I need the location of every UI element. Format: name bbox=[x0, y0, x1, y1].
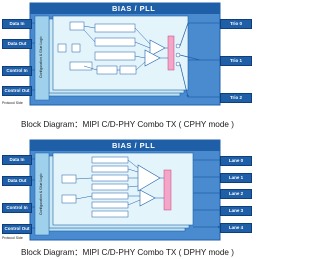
top-pin-trio-0: Trio 0 bbox=[220, 19, 252, 29]
bottom-switch-block bbox=[163, 169, 172, 211]
bottom-protocol-label: Protocol Side bbox=[2, 236, 23, 240]
bottom-block-left bbox=[61, 174, 77, 184]
bottom-block-2 bbox=[91, 165, 129, 173]
top-config-label: Configuration & Glue Logic bbox=[39, 36, 43, 78]
bottom-block-1 bbox=[91, 156, 129, 164]
diagram-graphics bbox=[29, 2, 255, 241]
bottom-pin-control-in: Control In bbox=[2, 203, 32, 213]
top-pin-control-out: Control Out bbox=[2, 86, 32, 96]
top-pin-control-in: Control In bbox=[2, 66, 32, 76]
bottom-config-label: Configuration & Glue Logic bbox=[39, 173, 43, 215]
top-bias-label: BIAS / PLL bbox=[112, 4, 156, 13]
bottom-pin-data-in: Data In bbox=[2, 155, 32, 165]
bottom-pin-lane-1: Lane 1 bbox=[220, 173, 252, 183]
bottom-block-5 bbox=[91, 192, 129, 200]
bottom-bias-bar bbox=[30, 140, 220, 151]
top-caption: Block Diagram：MIPI C/D-PHY Combo TX ( CP… bbox=[21, 120, 234, 129]
bottom-block-7 bbox=[91, 210, 129, 218]
top-block-out bbox=[119, 65, 137, 75]
bottom-block-4 bbox=[91, 183, 129, 191]
top-node-1 bbox=[175, 43, 181, 49]
bottom-pin-lane-3: Lane 3 bbox=[220, 206, 252, 216]
top-block-encoder bbox=[94, 37, 136, 47]
bottom-pin-data-out: Data Out bbox=[2, 176, 32, 186]
diagram-root: BIAS / PLL Data In Data Out Control In C… bbox=[2, 2, 255, 257]
top-node-3 bbox=[175, 61, 181, 67]
bottom-block-3 bbox=[91, 174, 129, 182]
top-pin-data-out: Data Out bbox=[2, 39, 32, 49]
top-block-mux-small bbox=[57, 43, 67, 53]
top-node-2 bbox=[175, 52, 181, 58]
bottom-caption: Block Diagram：MIPI C/D-PHY Combo TX ( DP… bbox=[21, 248, 234, 257]
bottom-driver-triangle-2 bbox=[139, 189, 156, 207]
top-protocol-label: Protocol Side bbox=[2, 101, 23, 105]
top-block-a bbox=[69, 21, 85, 31]
bottom-config-column bbox=[34, 152, 50, 236]
top-block-mux-small-2 bbox=[71, 43, 81, 53]
top-switch-block bbox=[167, 35, 175, 71]
bottom-pin-lane-0: Lane 0 bbox=[220, 156, 252, 166]
top-bias-bar bbox=[30, 3, 220, 14]
top-pin-trio-1: Trio 1 bbox=[220, 56, 252, 66]
top-pin-data-in: Data In bbox=[2, 19, 32, 29]
bottom-block-6 bbox=[91, 201, 129, 209]
top-block-mapper bbox=[69, 61, 93, 71]
top-config-column bbox=[34, 15, 50, 101]
bottom-block-left-2 bbox=[61, 194, 77, 204]
top-block-serializer bbox=[94, 51, 136, 61]
top-diagram bbox=[29, 2, 221, 106]
bottom-pin-control-out: Control Out bbox=[2, 224, 32, 234]
top-pin-trio-2: Trio 2 bbox=[220, 93, 252, 103]
top-block-sym bbox=[96, 65, 118, 75]
top-block-tx-ctrl bbox=[94, 23, 136, 33]
bottom-diagram bbox=[29, 139, 220, 241]
bottom-pin-lane-4: Lane 4 bbox=[220, 223, 252, 233]
bottom-bias-label: BIAS / PLL bbox=[112, 141, 156, 150]
bottom-pin-lane-2: Lane 2 bbox=[220, 189, 252, 199]
